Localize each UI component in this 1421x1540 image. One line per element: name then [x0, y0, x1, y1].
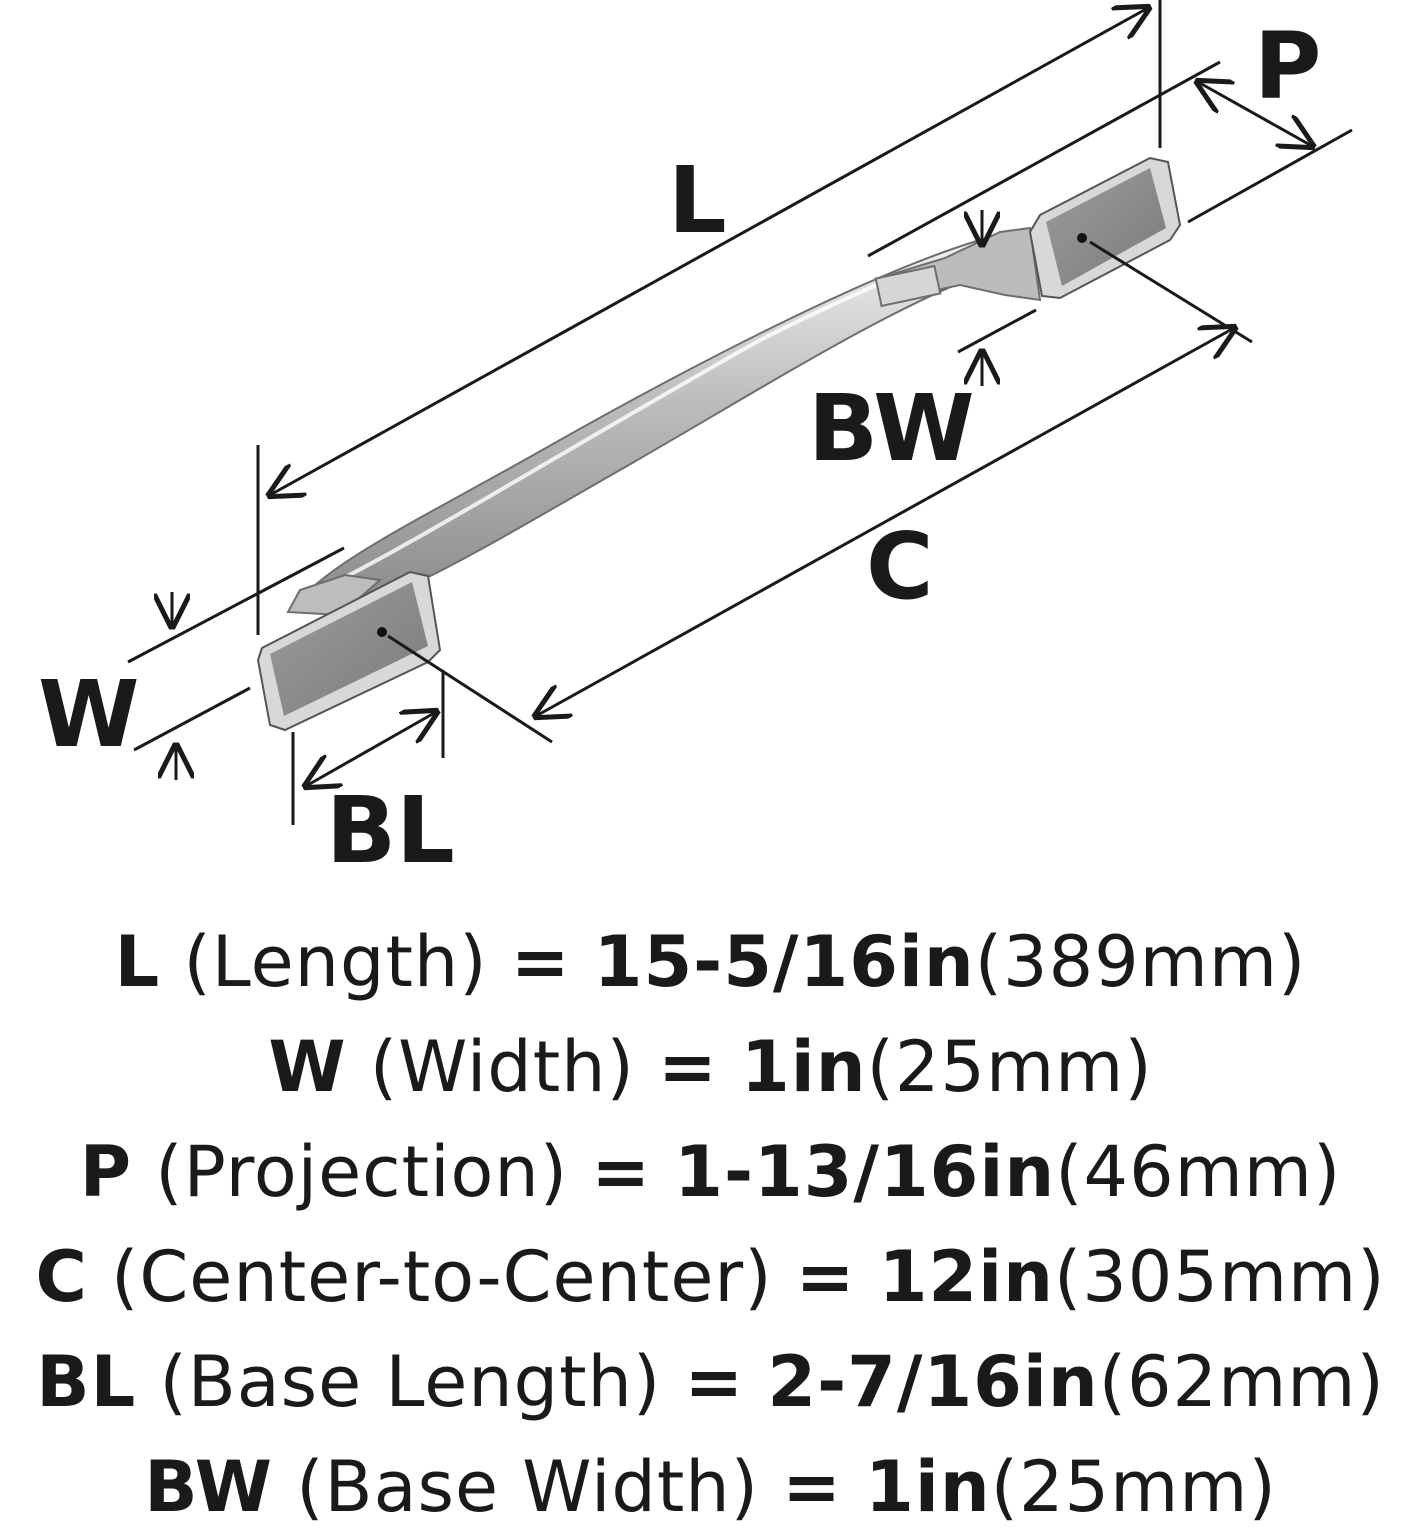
near-screw-hole [377, 627, 387, 637]
spec-equals: = [658, 1026, 718, 1108]
spec-name: (Base Width) [296, 1446, 759, 1528]
spec-imperial: 2-7/16in [767, 1341, 1099, 1423]
label-P: P [1254, 13, 1321, 120]
label-BL: BL [326, 777, 455, 884]
label-L: L [668, 147, 727, 254]
spec-metric: (389mm) [974, 921, 1307, 1003]
spec-imperial: 1in [741, 1026, 867, 1108]
spec-name: (Length) [183, 921, 488, 1003]
spec-name: (Width) [369, 1026, 635, 1108]
length-arrow [270, 8, 1148, 495]
spec-abbr: BW [144, 1446, 273, 1528]
spec-abbr: BL [36, 1341, 137, 1423]
spec-equals: = [684, 1341, 745, 1423]
spec-imperial: 1-13/16in [674, 1131, 1056, 1213]
spec-imperial: 12in [878, 1236, 1054, 1318]
spec-name: (Center-to-Center) [111, 1236, 773, 1318]
center-to-center-arrow [536, 328, 1234, 716]
spec-metric: (305mm) [1053, 1236, 1386, 1318]
spec-abbr: W [268, 1026, 347, 1108]
spec-row-base-width: BW (Base Width) = 1in(25mm) [0, 1435, 1421, 1540]
spec-equals: = [591, 1131, 651, 1213]
spec-abbr: C [35, 1236, 88, 1318]
dimension-spec-list: L (Length) = 15-5/16in(389mm) W (Width) … [0, 910, 1421, 1540]
spec-row-projection: P (Projection) = 1-13/16in(46mm) [0, 1120, 1421, 1225]
spec-imperial: 15-5/16in [593, 921, 975, 1003]
spec-metric: (62mm) [1098, 1341, 1385, 1423]
spec-equals: = [510, 921, 571, 1003]
dimension-lines [127, 0, 1353, 825]
base-length-arrow [306, 712, 436, 786]
far-screw-hole [1077, 233, 1087, 243]
spec-name: (Projection) [155, 1131, 569, 1213]
spec-row-center-to-center: C (Center-to-Center) = 12in(305mm) [0, 1225, 1421, 1330]
spec-row-width: W (Width) = 1in(25mm) [0, 1015, 1421, 1120]
label-BW: BW [808, 375, 975, 482]
handle-dimension-diagram: L P BW C W BL [38, 0, 1353, 884]
spec-imperial: 1in [865, 1446, 991, 1528]
spec-name: (Base Length) [159, 1341, 662, 1423]
spec-row-length: L (Length) = 15-5/16in(389mm) [0, 910, 1421, 1015]
projection-arrow [1198, 82, 1312, 146]
label-C: C [866, 513, 934, 620]
spec-abbr: L [114, 921, 161, 1003]
spec-metric: (46mm) [1055, 1131, 1342, 1213]
spec-row-base-length: BL (Base Length) = 2-7/16in(62mm) [0, 1330, 1421, 1435]
label-W: W [38, 661, 139, 768]
spec-metric: (25mm) [866, 1026, 1153, 1108]
spec-metric: (25mm) [990, 1446, 1277, 1528]
spec-equals: = [795, 1236, 856, 1318]
spec-equals: = [782, 1446, 842, 1528]
spec-abbr: P [79, 1131, 133, 1213]
